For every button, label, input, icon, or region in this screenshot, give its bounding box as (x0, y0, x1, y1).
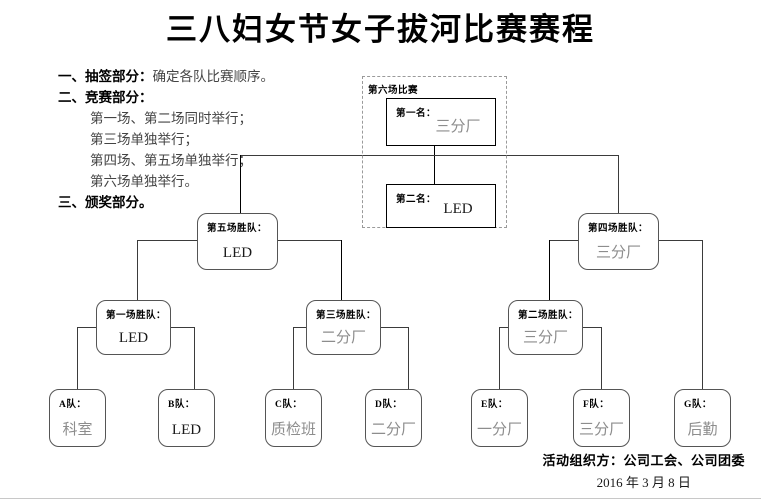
note-line: 第六场单独举行。 (90, 174, 198, 189)
note-body: 确定各队比赛顺序。 (152, 69, 275, 84)
team-b-label: B队： (168, 400, 195, 410)
quarterfinal-3-value: 二分厂 (320, 330, 366, 346)
team-d-label: D队： (375, 400, 403, 410)
connector-qf2-left-drop (293, 327, 294, 389)
semifinal-winner-box-4[interactable]: 第四场胜队： 三分厂 (578, 213, 659, 270)
second-place-label: 第二名： (396, 195, 437, 205)
footer: 活动组织方：公司工会、公司团委 2016 年 3 月 8 日 (542, 450, 745, 491)
note-line: 三、颁奖部分。 (58, 192, 358, 213)
semifinal-5-value: LED (222, 245, 253, 261)
team-d-value: 二分厂 (370, 422, 416, 438)
note-line: 第四场、第五场单独举行； (90, 153, 252, 168)
connector-qf1-right-drop (194, 327, 195, 389)
semifinal-4-value: 三分厂 (595, 245, 641, 261)
team-box-c[interactable]: C队： 质检班 (265, 389, 322, 447)
quarterfinal-winner-box-2[interactable]: 第二场胜队： 三分厂 (508, 300, 583, 355)
quarterfinal-3-label: 第三场胜队： (316, 311, 377, 321)
connector-sf1-right-drop (341, 240, 342, 300)
note-line: 二、竞赛部分： (58, 87, 358, 108)
second-place-value: LED (443, 201, 473, 217)
team-a-value: 科室 (62, 422, 93, 438)
team-e-label: E队： (481, 400, 508, 410)
team-g-label: G队： (684, 400, 712, 410)
connector-qf3-left-arm (499, 327, 516, 328)
team-box-d[interactable]: D队： 二分厂 (365, 389, 422, 447)
first-place-label: 第一名： (396, 109, 437, 119)
connector-qf2-right-arm (381, 327, 408, 328)
connector-spine-left-drop (240, 155, 241, 213)
semifinal-5-label: 第五场胜队： (207, 224, 268, 234)
connector-sf1-left-arm (137, 240, 197, 241)
team-b-value: LED (171, 422, 202, 438)
first-place-value: 三分厂 (435, 119, 481, 135)
quarterfinal-2-label: 第二场胜队： (518, 311, 579, 321)
note-line: 第三场单独举行； (90, 132, 198, 147)
connector-qf1-left-drop (77, 327, 78, 389)
note-head: 二、竞赛部分： (58, 90, 153, 105)
team-box-e[interactable]: E队： 一分厂 (471, 389, 528, 447)
quarterfinal-1-label: 第一场胜队： (106, 311, 167, 321)
connector-sf2-right-arm (627, 240, 702, 241)
connector-qf3-left-drop (499, 327, 500, 389)
connector-qf3-right-drop (601, 327, 602, 389)
connector-sf1-left-drop (137, 240, 138, 300)
note-head: 一、抽签部分： (58, 69, 153, 84)
team-e-value: 一分厂 (476, 422, 522, 438)
note-line: 一、抽签部分：确定各队比赛顺序。 (58, 66, 358, 87)
semifinal-winner-box-5[interactable]: 第五场胜队： LED (197, 213, 278, 270)
quarterfinal-winner-box-1[interactable]: 第一场胜队： LED (96, 300, 171, 355)
quarterfinal-2-value: 三分厂 (522, 330, 568, 346)
team-f-label: F队： (583, 400, 610, 410)
connector-qf2-left-arm (293, 327, 311, 328)
footer-date: 2016 年 3 月 8 日 (596, 475, 691, 490)
footer-organizer: 活动组织方：公司工会、公司团委 (542, 453, 745, 468)
first-place-box[interactable]: 第一名： 三分厂 (386, 98, 496, 146)
connector-spine-right-drop (618, 155, 619, 213)
team-box-b[interactable]: B队： LED (158, 389, 215, 447)
note-line: 第一场、第二场同时举行； (90, 111, 252, 126)
semifinal-4-label: 第四场胜队： (588, 224, 649, 234)
connector-qf3-right-arm (583, 327, 601, 328)
team-box-a[interactable]: A队： 科室 (49, 389, 106, 447)
connector-qf2-right-drop (408, 327, 409, 389)
team-g-value: 后勤 (687, 422, 718, 438)
notes-block: 一、抽签部分：确定各队比赛顺序。 二、竞赛部分： 第一场、第二场同时举行； 第三… (58, 66, 358, 213)
page-title: 三八妇女节女子拔河比赛赛程 (166, 12, 595, 48)
connector-spine-horizontal (240, 155, 618, 156)
connector-sf1-right-arm (278, 240, 341, 241)
note-head: 三、颁奖部分。 (58, 195, 153, 210)
connector-qf1-right-arm (170, 327, 194, 328)
quarterfinal-winner-box-3[interactable]: 第三场胜队： 二分厂 (306, 300, 381, 355)
quarterfinal-1-value: LED (118, 330, 149, 346)
connector-final-vertical (434, 146, 435, 184)
second-place-box[interactable]: 第二名： LED (386, 184, 496, 228)
team-box-f[interactable]: F队： 三分厂 (573, 389, 630, 447)
team-c-value: 质检班 (270, 422, 316, 438)
team-f-value: 三分厂 (578, 422, 624, 438)
team-box-g[interactable]: G队： 后勤 (674, 389, 731, 447)
team-a-label: A队： (59, 400, 87, 410)
final-group-label: 第六场比赛 (368, 86, 419, 96)
connector-sf2-left-drop (549, 240, 550, 300)
team-c-label: C队： (275, 400, 303, 410)
connector-sf2-right-drop-to-g (702, 240, 703, 389)
